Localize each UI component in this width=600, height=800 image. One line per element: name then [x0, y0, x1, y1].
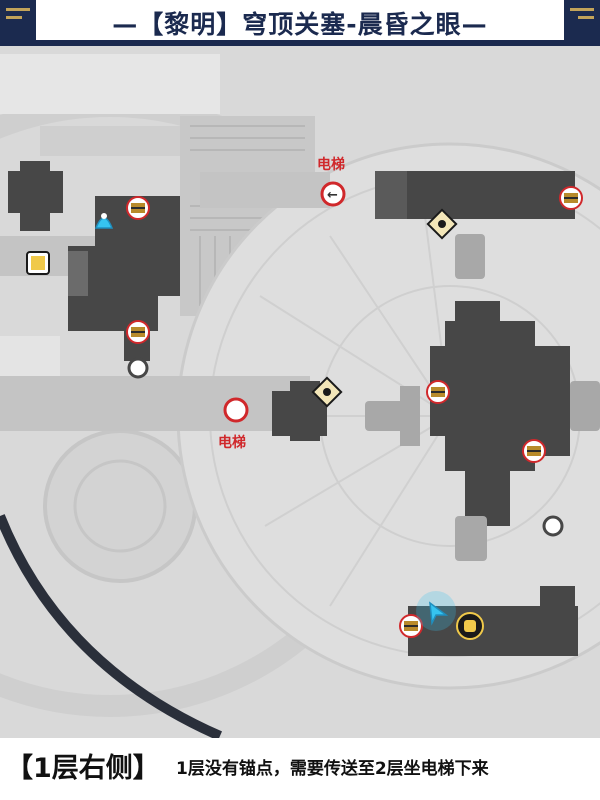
floor-map: ← 电梯 电梯 [0, 46, 600, 738]
treasure-chest-icon[interactable] [126, 320, 150, 344]
puzzle-piece-icon[interactable] [26, 251, 50, 275]
warp-node-icon[interactable] [426, 208, 458, 240]
left-stairs [68, 251, 88, 296]
door-markers [127, 357, 564, 537]
arrow-left-icon: ← [327, 188, 338, 203]
page-title: —【黎明】穹顶关塞-晨昏之眼— [112, 10, 488, 39]
right-room-cluster [408, 301, 578, 656]
treasure-chest-icon[interactable] [399, 614, 423, 638]
treasure-chest-icon[interactable] [522, 439, 546, 463]
player-arrow-icon [416, 591, 456, 631]
hand-interact-icon[interactable] [456, 612, 484, 640]
elevator-label-upper: 电梯 [317, 156, 345, 173]
treasure-chests[interactable] [126, 186, 583, 638]
header-decor [0, 0, 600, 46]
left-corridors [0, 172, 330, 431]
header-banner: —【黎明】穹顶关塞-晨昏之眼— [0, 0, 600, 46]
treasure-chest-icon[interactable] [126, 196, 150, 220]
space-anchor-icon[interactable] [94, 213, 114, 229]
caption-note: 1层没有锚点，需要传送至2层坐电梯下来 [176, 759, 489, 779]
treasure-chest-icon[interactable] [559, 186, 583, 210]
caption-bar: 【1层右侧】 1层没有锚点，需要传送至2层坐电梯下来 [0, 740, 600, 800]
center-room-cluster [272, 171, 575, 441]
caption-title: 【1层右侧】 [6, 753, 160, 784]
elevator-lower[interactable] [223, 397, 249, 423]
warp-node-icon[interactable] [311, 376, 343, 408]
light-pillars [365, 234, 600, 561]
treasure-chest-icon[interactable] [426, 380, 450, 404]
elevator-upper[interactable]: ← [320, 181, 346, 207]
elevator-label-lower: 电梯 [218, 434, 246, 451]
